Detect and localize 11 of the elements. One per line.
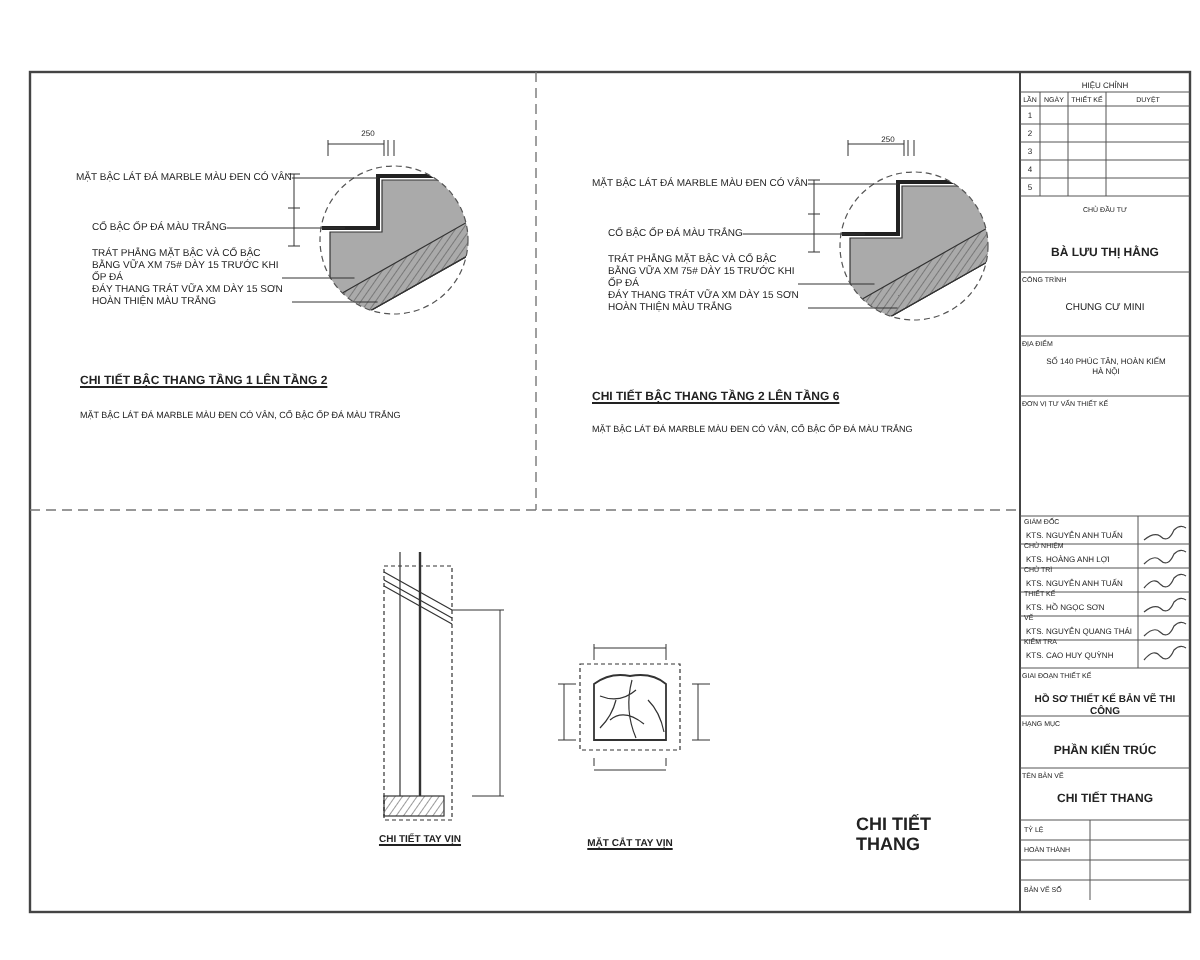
leader-line — [742, 233, 866, 235]
stair-step-detail-drawing — [319, 165, 469, 315]
leader-line — [807, 307, 899, 309]
stair-step-detail-drawing — [839, 171, 989, 321]
leader-line — [226, 227, 346, 229]
leader-line — [807, 183, 899, 185]
leader-line — [291, 301, 379, 303]
leader-line — [281, 277, 355, 279]
sheet-title: CHI TIẾT THANG — [856, 814, 933, 855]
leader-line — [797, 283, 875, 285]
leader-line — [291, 177, 379, 179]
